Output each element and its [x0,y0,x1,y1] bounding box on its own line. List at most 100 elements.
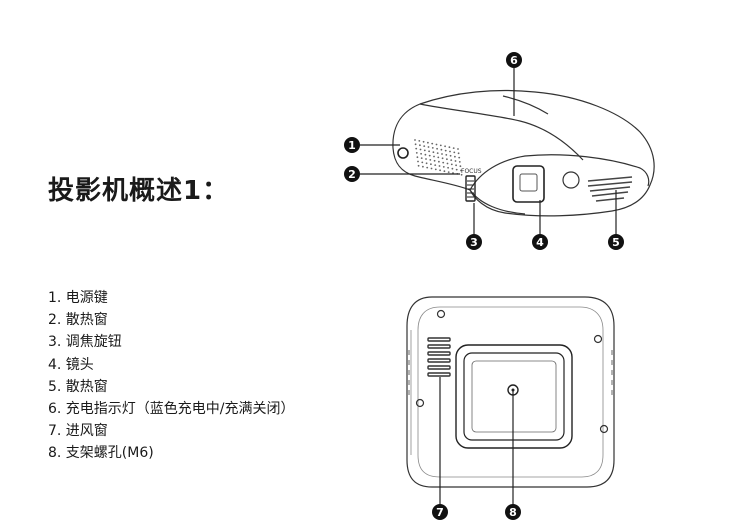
vent-dot [459,165,462,168]
vent-dot [455,164,457,167]
vent-dot [438,165,441,167]
vent-dot [430,163,432,166]
vent-dot [419,144,421,147]
vent-dot [444,149,447,152]
vent-dot [415,152,418,154]
vent-dot [447,171,450,174]
side-vent-marks [408,350,613,395]
vent-dot [417,160,419,163]
vent-dot [414,143,417,146]
vent-dot [428,150,430,153]
vent-dot [449,150,451,153]
vent-dot [434,164,437,167]
vent-dot [426,166,429,169]
vent-dot [433,159,436,162]
callout-badge-5: 5 [608,234,624,250]
vent-dot [422,165,424,168]
callout-badge-1: 1 [344,137,360,153]
vent-dot [445,154,448,156]
vent-dot [436,152,439,155]
svg-text:5: 5 [612,236,620,249]
callout-badge-3: 3 [466,234,482,250]
parts-legend: 1. 电源键 2. 散热窗 3. 调焦旋钮 4. 镜头 5. 散热窗 6. 充电… [48,287,295,465]
vent-dot [447,166,449,169]
vent-dot [433,155,435,158]
vent-dot [446,162,449,165]
vent-dot [417,164,420,167]
front-vent-slots [587,176,633,202]
svg-text:1: 1 [348,139,356,152]
focus-knob [465,175,476,202]
vent-dot [450,159,453,162]
vent-dot [434,168,437,171]
vent-dot [423,149,426,152]
vent-dot [448,146,451,149]
legend-item-intake-vent: 7. 进风窗 [48,423,108,440]
vent-dot [431,147,434,149]
svg-text:3: 3 [470,236,478,249]
svg-text:7: 7 [436,506,444,519]
vent-dot [451,167,454,170]
legend-item-charge-indicator: 6. 充电指示灯（蓝色充电中/充满关闭） [48,401,295,418]
vent-dot [455,168,458,171]
vent-dot [415,147,418,150]
top-ridge-line [419,103,584,161]
vent-dot [423,145,426,148]
legend-item-lens: 4. 镜头 [48,356,94,373]
lens-inner [519,173,538,192]
stand-plate-outer [455,344,573,449]
vent-dot [436,147,438,150]
legend-item-mount-hole: 8. 支架螺孔(M6) [48,445,154,462]
leader-lines-top [360,68,617,238]
vent-dot [460,169,462,172]
corner-screw [593,334,603,344]
vent-dot [458,156,461,159]
vent-dot [442,166,445,168]
callout-badge-4: 4 [532,234,548,250]
vent-dot [449,154,452,157]
svg-text:6: 6 [510,54,518,67]
vent-dot [420,157,423,160]
legend-item-vent: 2. 散热窗 [48,312,108,329]
legend-item-power-button: 1. 电源键 [48,290,108,306]
vent-dot [441,153,443,155]
vent-dot [450,163,453,166]
vent-dot [414,139,416,141]
vent-dot [429,159,432,161]
sensor-window [562,171,580,189]
vent-dot [422,140,425,143]
vent-dot [427,141,429,144]
page-title: 投影机概述1： [48,176,230,206]
vent-dot [427,146,430,148]
projector-body-outline [392,89,655,217]
vent-dot [446,158,448,161]
legend-item-vent-2: 5. 散热窗 [48,378,108,395]
vent-dot [416,156,419,159]
corner-screw [599,424,609,434]
vent-dot [444,145,446,148]
vent-dot [421,161,424,164]
vent-dot [454,160,457,162]
callout-badge-2: 2 [344,166,360,182]
vent-dot [458,161,461,163]
vent-dot [460,173,463,176]
callout-badge-7: 7 [432,504,448,520]
svg-text:4: 4 [536,236,544,249]
side-vent-dots [414,139,463,176]
power-button [397,147,409,159]
svg-text:8: 8 [509,506,517,519]
vent-dot [442,161,445,164]
top-ridge-line-2 [502,95,549,115]
vent-dot [419,148,422,151]
legend-item-focus-knob: 3. 调焦旋钮 [48,334,122,351]
projector-bottom-view [406,296,615,488]
vent-dot [428,154,431,157]
lens [512,165,545,203]
vent-dot [424,153,427,156]
projector-perspective-view [392,89,655,217]
vent-dot [454,155,456,158]
svg-text:2: 2 [348,168,356,181]
vent-dot [425,162,428,165]
vent-dot [430,167,433,170]
